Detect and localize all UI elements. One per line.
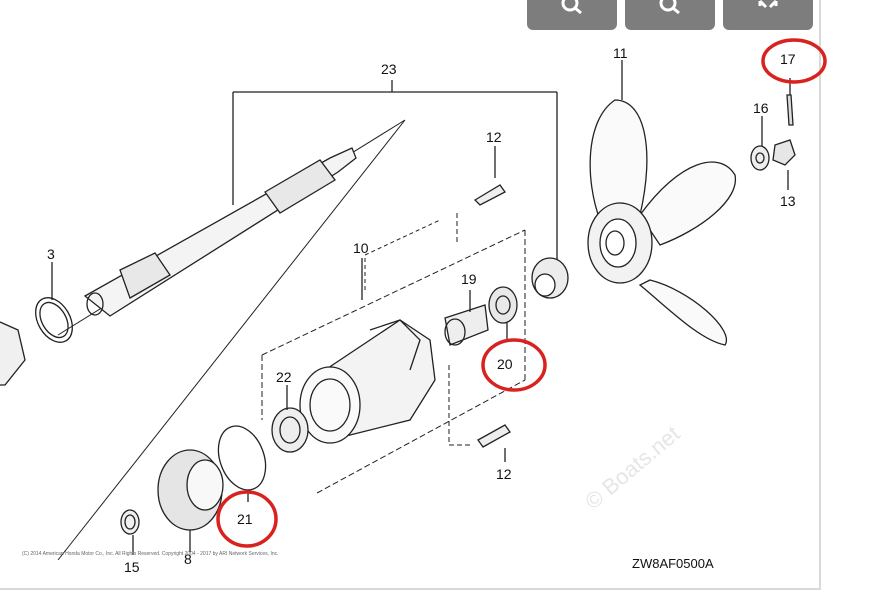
expand-arrows-icon: [754, 0, 782, 21]
part-label-8: 8: [184, 551, 192, 567]
part-label-11: 11: [613, 45, 628, 61]
part-label-16: 16: [753, 100, 769, 116]
magnifier-plus-icon: [558, 0, 586, 21]
part-label-10: 10: [353, 240, 369, 256]
zoom-out-button[interactable]: [625, 0, 715, 30]
copyright-text: (C) 2014 American Honda Motor Co., Inc. …: [22, 551, 279, 557]
part-label-3: 3: [47, 246, 55, 262]
part-label-19: 19: [461, 271, 477, 287]
diagram-code: ZW8AF0500A: [632, 556, 714, 571]
part-label-12-top: 12: [486, 129, 502, 145]
viewer-border-bottom: [0, 588, 821, 590]
fullscreen-button[interactable]: [723, 0, 813, 30]
part-label-17: 17: [780, 51, 796, 67]
highlight-21: [216, 490, 278, 548]
zoom-in-button[interactable]: [527, 0, 617, 30]
part-label-12-bottom: 12: [496, 466, 512, 482]
part-label-22: 22: [276, 369, 292, 385]
part-label-21: 21: [237, 511, 253, 527]
viewer-border-right: [819, 0, 821, 590]
part-label-20: 20: [497, 356, 513, 372]
highlight-17: [761, 38, 827, 84]
part-label-23: 23: [381, 61, 397, 77]
highlight-20: [481, 338, 547, 392]
part-label-15: 15: [124, 559, 140, 575]
magnifier-minus-icon: [656, 0, 684, 21]
part-label-13: 13: [780, 193, 796, 209]
